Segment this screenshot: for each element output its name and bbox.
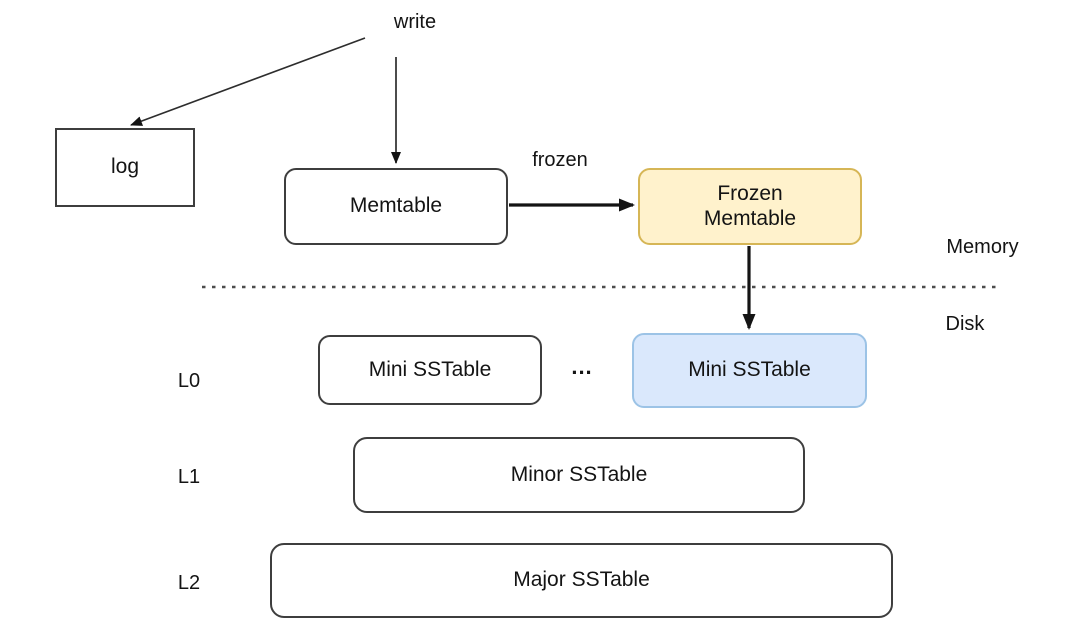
log-node: log: [55, 128, 195, 207]
frozen-memtable-node: Frozen Memtable: [638, 168, 862, 245]
level-2-label: L2: [177, 572, 201, 594]
write-to-log-arrow: [130, 37, 366, 126]
write-label: write: [393, 11, 437, 33]
level-0-label: L0: [177, 370, 201, 392]
level-1-label: L1: [177, 466, 201, 488]
ellipsis-label: ...: [571, 354, 593, 379]
memtable-node: Memtable: [284, 168, 508, 245]
mini-sstable-right-node: Mini SSTable: [632, 333, 867, 408]
mini-sstable-left-node: Mini SSTable: [318, 335, 542, 405]
memory-region-label: Memory: [946, 236, 1019, 258]
frozen-edge-label: frozen: [532, 149, 588, 171]
major-sstable-node: Major SSTable: [270, 543, 893, 618]
minor-sstable-node: Minor SSTable: [353, 437, 805, 513]
disk-region-label: Disk: [945, 313, 985, 335]
